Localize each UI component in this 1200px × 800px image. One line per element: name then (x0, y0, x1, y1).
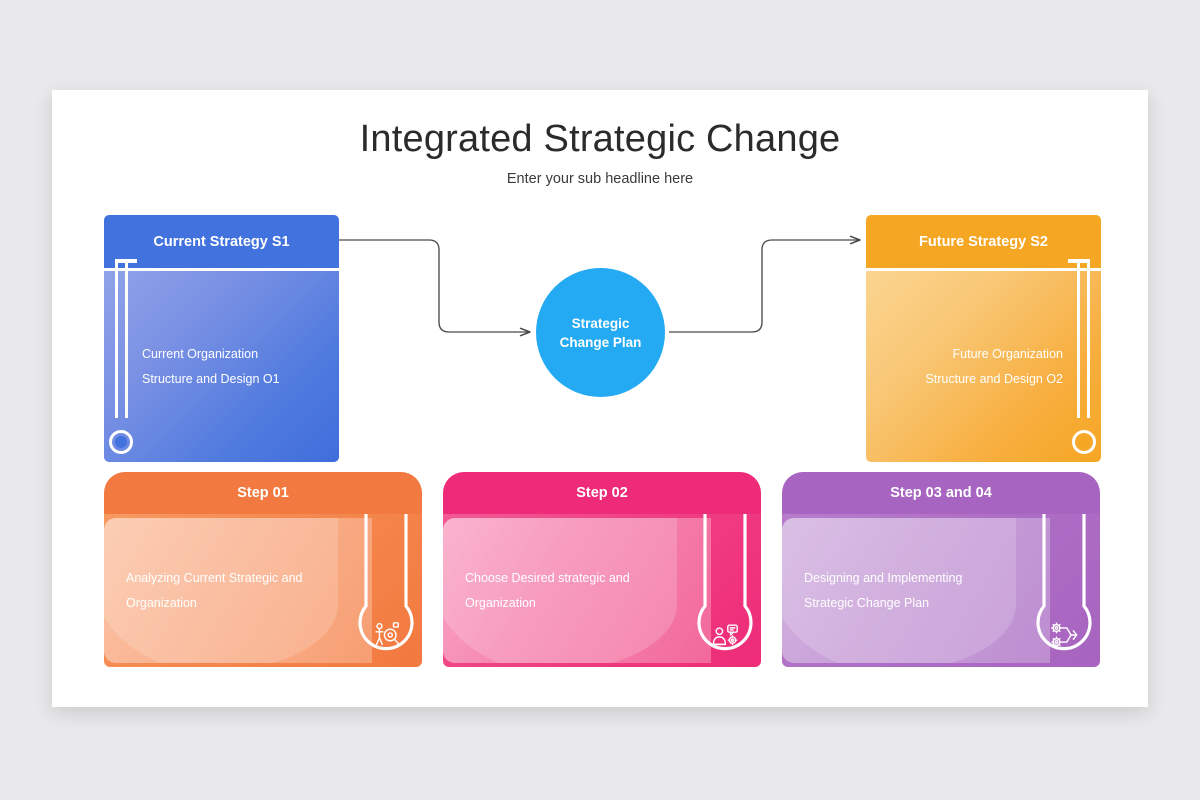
card-step-01-panel (104, 518, 372, 663)
card-step-02-body: Choose Desired strategic and Organizatio… (443, 514, 761, 667)
card-step-02-header: Step 02 (443, 472, 761, 514)
arrow-current-to-center (339, 239, 531, 337)
page-subtitle: Enter your sub headline here (506, 171, 694, 187)
card-step-02-text: Choose Desired strategic and Organizatio… (465, 566, 630, 616)
card-step-02-line2: Organization (465, 595, 536, 610)
center-strategic-change-plan[interactable]: Strategic Change Plan (536, 268, 665, 397)
tube-bulb (109, 430, 133, 454)
card-current-strategy-line2: Structure and Design O1 (142, 371, 280, 386)
card-step-02[interactable]: Step 02 Choose Desired strategic and Org… (443, 472, 761, 667)
test-tube-icon-orange (1064, 215, 1098, 462)
wave-decoration (782, 518, 1016, 663)
card-step-02-panel (443, 518, 711, 663)
card-future-strategy-line1: Future Organization (952, 346, 1063, 361)
tube-bulb (1072, 430, 1096, 454)
wave-decoration (104, 518, 338, 663)
card-step-03-header: Step 03 and 04 (782, 472, 1100, 514)
slide-canvas: Integrated Strategic Change Enter your s… (52, 90, 1148, 707)
center-line2: Change Plan (559, 334, 642, 350)
card-step-01-header: Step 01 (104, 472, 422, 514)
card-step-03-body: Designing and Implementing Strategic Cha… (782, 514, 1100, 667)
flask-outline-step-02 (689, 514, 761, 667)
card-step-03-line2: Strategic Change Plan (804, 595, 930, 610)
flask-outline-step-01 (350, 514, 422, 667)
tube-dot (115, 436, 127, 448)
tube-stem (1077, 259, 1090, 418)
tube-dot (1078, 436, 1090, 448)
card-current-strategy-text: Current Organization Structure and Desig… (142, 342, 280, 392)
wave-decoration (443, 518, 677, 663)
person-magnifier-icon (371, 620, 401, 650)
test-tube-icon-blue (107, 215, 141, 462)
card-step-03-line1: Designing and Implementing (804, 570, 963, 585)
page-title: Integrated Strategic Change (359, 118, 841, 160)
card-step-01-body: Analyzing Current Strategic and Organiza… (104, 514, 422, 667)
card-future-strategy-text: Future Organization Structure and Design… (925, 342, 1063, 392)
card-step-01-line1: Analyzing Current Strategic and (126, 570, 303, 585)
card-step-03-text: Designing and Implementing Strategic Cha… (804, 566, 962, 616)
flask-outline-step-03 (1028, 514, 1100, 667)
card-step-02-line1: Choose Desired strategic and (465, 570, 630, 585)
card-current-strategy-body: Current Organization Structure and Desig… (104, 271, 339, 462)
card-future-strategy-line2: Structure and Design O2 (925, 371, 1063, 386)
card-future-strategy-header: Future Strategy S2 (866, 215, 1101, 268)
center-line1: Strategic (571, 315, 630, 331)
arrow-center-to-future (669, 235, 861, 333)
card-step-01-line2: Organization (126, 595, 197, 610)
card-future-strategy[interactable]: Future Strategy S2 Future Organization S… (866, 215, 1101, 462)
card-step-03[interactable]: Step 03 and 04 Designing and Implementin… (782, 472, 1100, 667)
card-step-01-text: Analyzing Current Strategic and Organiza… (126, 566, 302, 616)
card-step-03-panel (782, 518, 1050, 663)
card-step-01[interactable]: Step 01 Analyzing Current Strategic and … (104, 472, 422, 667)
tube-stem (115, 259, 128, 418)
card-future-strategy-body: Future Organization Structure and Design… (866, 271, 1101, 462)
card-current-strategy[interactable]: Current Strategy S1 Current Organization… (104, 215, 339, 462)
gears-process-icon (1049, 620, 1079, 650)
card-current-strategy-header: Current Strategy S1 (104, 215, 339, 268)
card-current-strategy-line1: Current Organization (142, 346, 259, 361)
person-chat-gear-icon (710, 620, 740, 650)
